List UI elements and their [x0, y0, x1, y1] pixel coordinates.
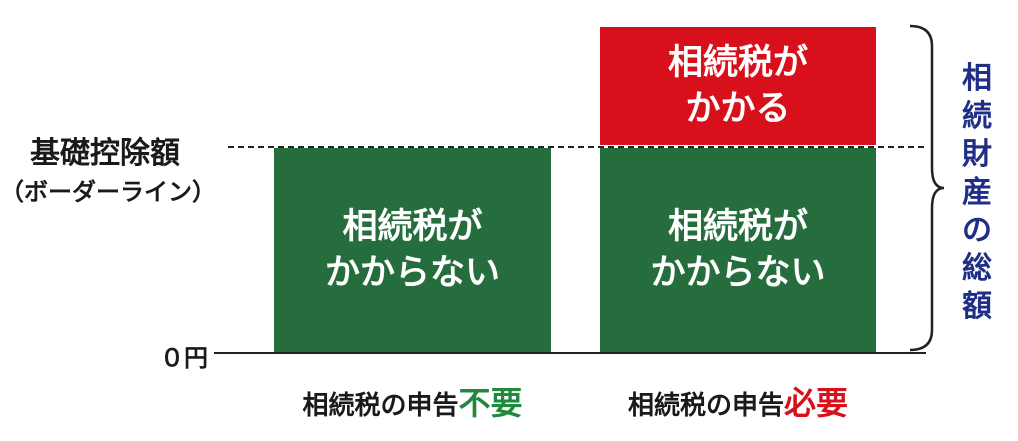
threshold-line [228, 146, 924, 148]
zero-label: ０円 [160, 344, 208, 372]
right-no-tax-box: 相続税が かからない [600, 148, 876, 352]
total-label-char: 額 [962, 289, 992, 324]
left-no-tax-line2: かからない [324, 253, 500, 293]
right-caption-accent: 必要 [784, 384, 849, 422]
left-caption-prefix: 相続税の申告 [302, 391, 459, 421]
threshold-title: 基礎控除額 [30, 136, 180, 171]
right-tax-box: 相続税が かかる [600, 27, 876, 145]
right-no-tax-line1: 相続税が [667, 207, 808, 247]
total-label-char: 産 [962, 175, 992, 210]
right-caption-prefix: 相続税の申告 [627, 391, 784, 421]
total-label-char: 総 [962, 251, 992, 286]
total-label-char: 続 [962, 99, 992, 134]
total-label-char: の [962, 213, 992, 248]
curly-brace-icon [909, 24, 945, 352]
total-estate-label: 相 続 財 産 の 総 額 [952, 60, 1002, 326]
left-no-tax-box: 相続税が かからない [274, 148, 551, 352]
zero-baseline [214, 352, 926, 354]
left-no-tax-line1: 相続税が [342, 207, 483, 247]
total-label-char: 相 [962, 61, 992, 96]
total-label-char: 財 [962, 137, 992, 172]
threshold-subtitle: （ボーダーライン） [0, 178, 216, 206]
right-caption: 相続税の申告必要 [600, 378, 876, 424]
left-caption: 相続税の申告不要 [274, 378, 551, 424]
right-no-tax-line2: かからない [650, 253, 826, 293]
right-tax-line1: 相続税が [667, 43, 808, 83]
left-caption-accent: 不要 [458, 384, 523, 422]
right-tax-line2: かかる [685, 89, 791, 129]
